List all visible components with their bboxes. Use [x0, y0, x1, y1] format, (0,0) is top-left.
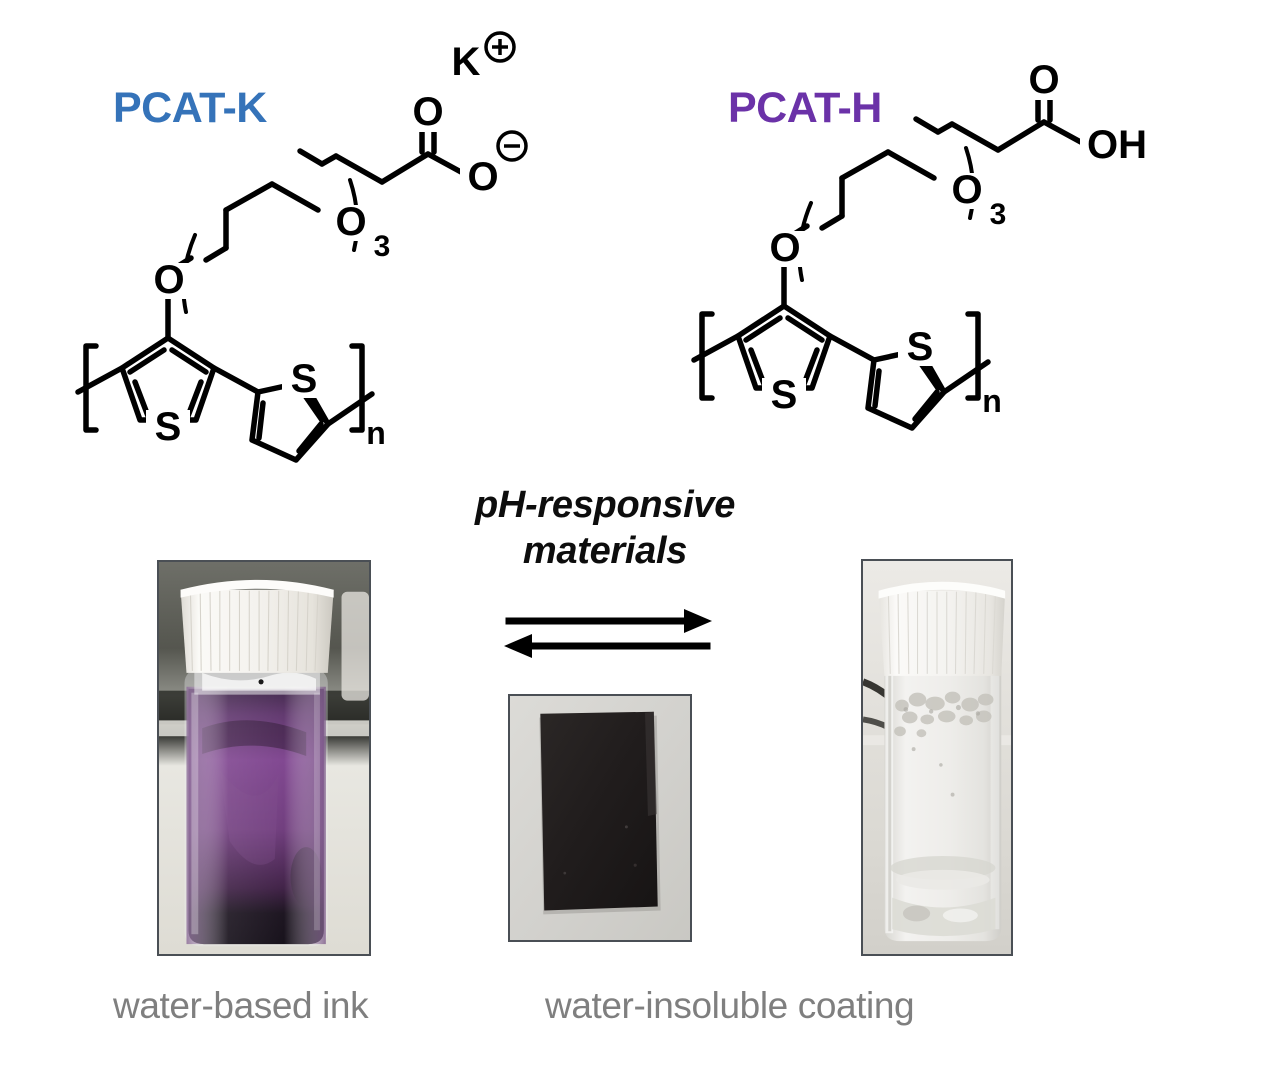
- glycol-repeat-count-right: 3: [990, 198, 1007, 231]
- caption-water-insoluble-coating: water-insoluble coating: [545, 985, 915, 1026]
- atom-label-ring-o-left: O: [153, 258, 184, 302]
- atom-label-potassium: K: [452, 40, 481, 84]
- polymer-label-pcat-k: PCAT-K: [113, 84, 267, 132]
- atom-label-sulfur-1-right: S: [771, 373, 798, 417]
- caption-water-based-ink: water-based ink: [113, 985, 369, 1026]
- right-arrow-icon: [505, 609, 712, 633]
- heading-line-1: pH-responsive: [474, 484, 736, 526]
- atom-label-ether-o-right: O: [951, 168, 982, 212]
- atom-label-ether-o-left: O: [335, 200, 366, 244]
- polymer-repeat-n-right: n: [982, 383, 1002, 419]
- atom-label-hydroxyl-right: OH: [1087, 123, 1147, 167]
- photo-water-insoluble-coating: [861, 559, 1013, 956]
- left-arrow-icon: [504, 634, 711, 658]
- atom-label-sulfur-2-right: S: [907, 325, 934, 369]
- atom-label-carboxylate-o-left: O: [467, 155, 498, 199]
- atom-label-sulfur-1-left: S: [155, 405, 182, 449]
- polymer-label-pcat-h: PCAT-H: [728, 84, 882, 132]
- glycol-repeat-count-left: 3: [374, 230, 391, 263]
- ph-responsive-heading: pH-responsive materials: [420, 482, 790, 574]
- photo-water-based-ink: [157, 560, 371, 956]
- polymer-repeat-n-left: n: [366, 415, 386, 451]
- atom-label-sulfur-2-left: S: [291, 357, 318, 401]
- heading-line-2: materials: [522, 530, 688, 572]
- chemical-structure-pcat-k: O O O 3 O S S n K: [60, 20, 600, 480]
- atom-label-ring-o-right: O: [769, 226, 800, 270]
- equilibrium-arrows: [498, 602, 718, 672]
- atom-label-carbonyl-o-right: O: [1028, 58, 1059, 102]
- photo-water-insoluble-film: [508, 694, 692, 942]
- atom-label-carbonyl-o-left: O: [412, 90, 443, 134]
- chemical-structure-pcat-h: O OH O 3 O S S n: [660, 10, 1220, 480]
